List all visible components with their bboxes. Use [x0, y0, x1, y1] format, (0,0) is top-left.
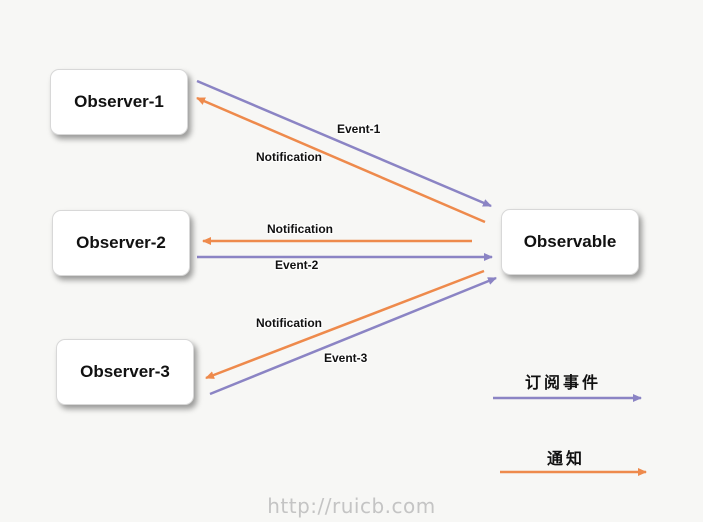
notification-1-arrow [196, 96, 486, 224]
legend-notification-label: 通知 [547, 449, 586, 468]
event-1-arrow [196, 79, 492, 208]
legend-subscribe-event-label: 订阅事件 [525, 373, 602, 392]
observer-1-node: Observer-1 [50, 69, 188, 135]
watermark-text: http://ruicb.com [267, 494, 436, 518]
notification-2-label: Notification [267, 222, 333, 236]
event-3-arrow [209, 276, 497, 396]
event-3-label: Event-3 [324, 351, 368, 365]
observer-2-node: Observer-2 [52, 210, 190, 276]
observable-node: Observable [501, 209, 639, 275]
notification-1-label: Notification [256, 150, 322, 164]
event-1-label: Event-1 [337, 122, 381, 136]
observer-3-node: Observer-3 [56, 339, 194, 405]
event-2-label: Event-2 [275, 258, 319, 272]
notification-3-label: Notification [256, 316, 322, 330]
notification-3-arrow [205, 269, 485, 380]
